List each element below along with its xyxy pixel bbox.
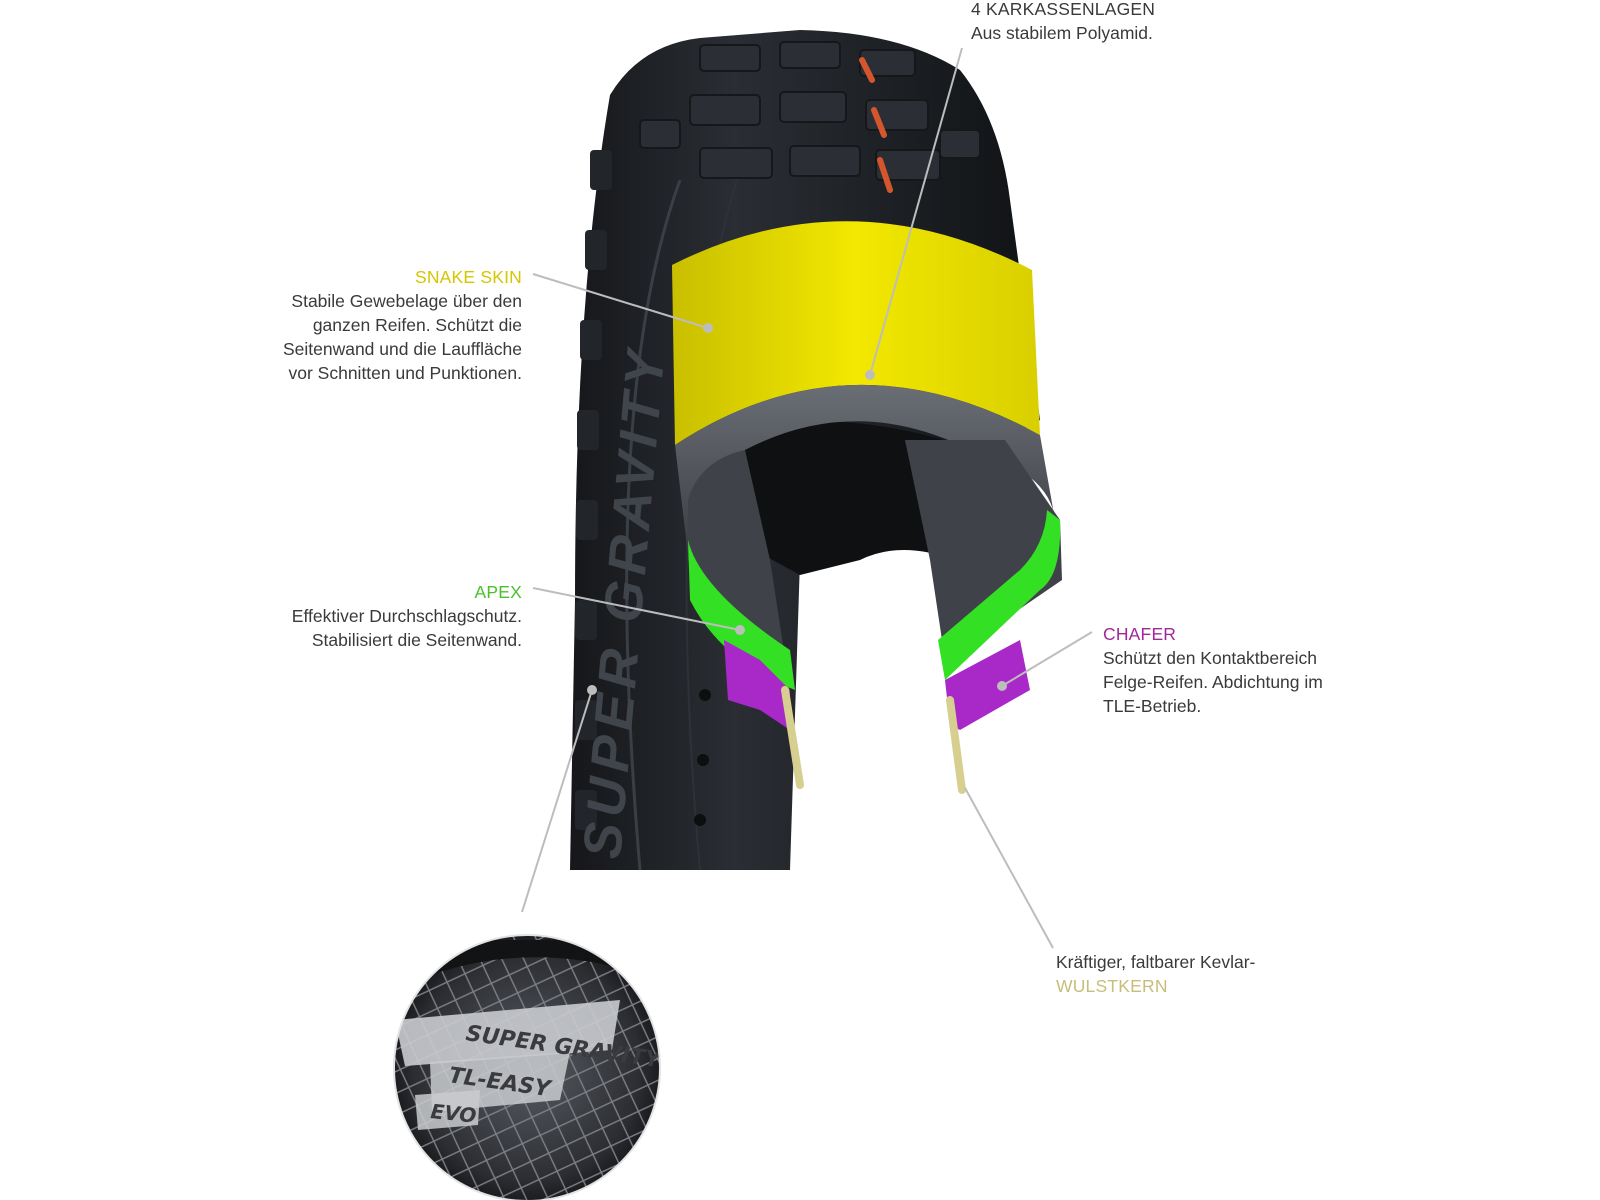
snake-skin-line-2: ganzen Reifen. Schützt die: [312, 315, 522, 335]
bead-core-right: [946, 696, 966, 794]
karkassen-line-1: Aus stabilem Polyamid.: [971, 23, 1153, 43]
chafer-right: [945, 640, 1030, 730]
apex-right: [938, 510, 1061, 680]
snake-skin-line-4: vor Schnitten und Punktionen.: [288, 363, 523, 383]
chafer-left: [724, 640, 790, 730]
chafer-line-3: TLE-Betrieb.: [1103, 696, 1202, 716]
label-karkassen: 4 KARKASSENLAGEN Aus stabilem Polyamid.: [971, 0, 1155, 45]
leader-lines: [521, 47, 1093, 949]
casing-layer: [675, 384, 1055, 555]
inset-closeup: SUPER GRAVITY TL-EASY EVO: [394, 935, 660, 1200]
label-chafer: CHAFER Schützt den Kontaktbereich Felge-…: [1103, 622, 1323, 718]
inset-line-3: EVO: [429, 1099, 477, 1128]
leader-wulst: [964, 787, 1054, 949]
label-apex: APEX Effektiver Durchschlagschutz. Stabi…: [292, 580, 522, 652]
label-snake-skin: SNAKE SKIN Stabile Gewebelage über den g…: [283, 265, 522, 385]
leader-inset: [521, 689, 593, 913]
snake-skin-layer: [672, 221, 1040, 445]
leader-karkassen: [869, 47, 963, 376]
apex-left: [688, 540, 795, 690]
leader-dots: [587, 323, 1007, 695]
chafer-line-1: Schützt den Kontaktbereich: [1103, 648, 1318, 668]
tire-inner-cavity: [700, 421, 960, 575]
karkassen-title: 4 KARKASSENLAGEN: [971, 0, 1156, 19]
inset-border: [393, 934, 661, 1200]
chafer-title: CHAFER: [1103, 624, 1177, 644]
snake-skin-title: SNAKE SKIN: [414, 267, 522, 287]
wulstkern-line-1: Kräftiger, faltbarer Kevlar-: [1056, 952, 1256, 972]
leader-apex: [532, 587, 741, 631]
wulstkern-title: WULSTKERN: [1056, 976, 1168, 996]
label-wulstkern: Kräftiger, faltbarer Kevlar- WULSTKERN: [1056, 950, 1255, 998]
leader-snake: [532, 273, 709, 329]
leader-chafer: [1001, 631, 1093, 687]
snake-skin-line-1: Stabile Gewebelage über den: [291, 291, 522, 311]
apex-title: APEX: [474, 582, 522, 602]
apex-line-1: Effektiver Durchschlagschutz.: [291, 606, 522, 626]
bead-core-left: [781, 686, 804, 789]
chafer-line-2: Felge-Reifen. Abdichtung im: [1103, 672, 1323, 692]
apex-line-2: Stabilisiert die Seitenwand.: [311, 630, 522, 650]
snake-skin-line-3: Seitenwand und die Lauffläche: [282, 339, 522, 359]
